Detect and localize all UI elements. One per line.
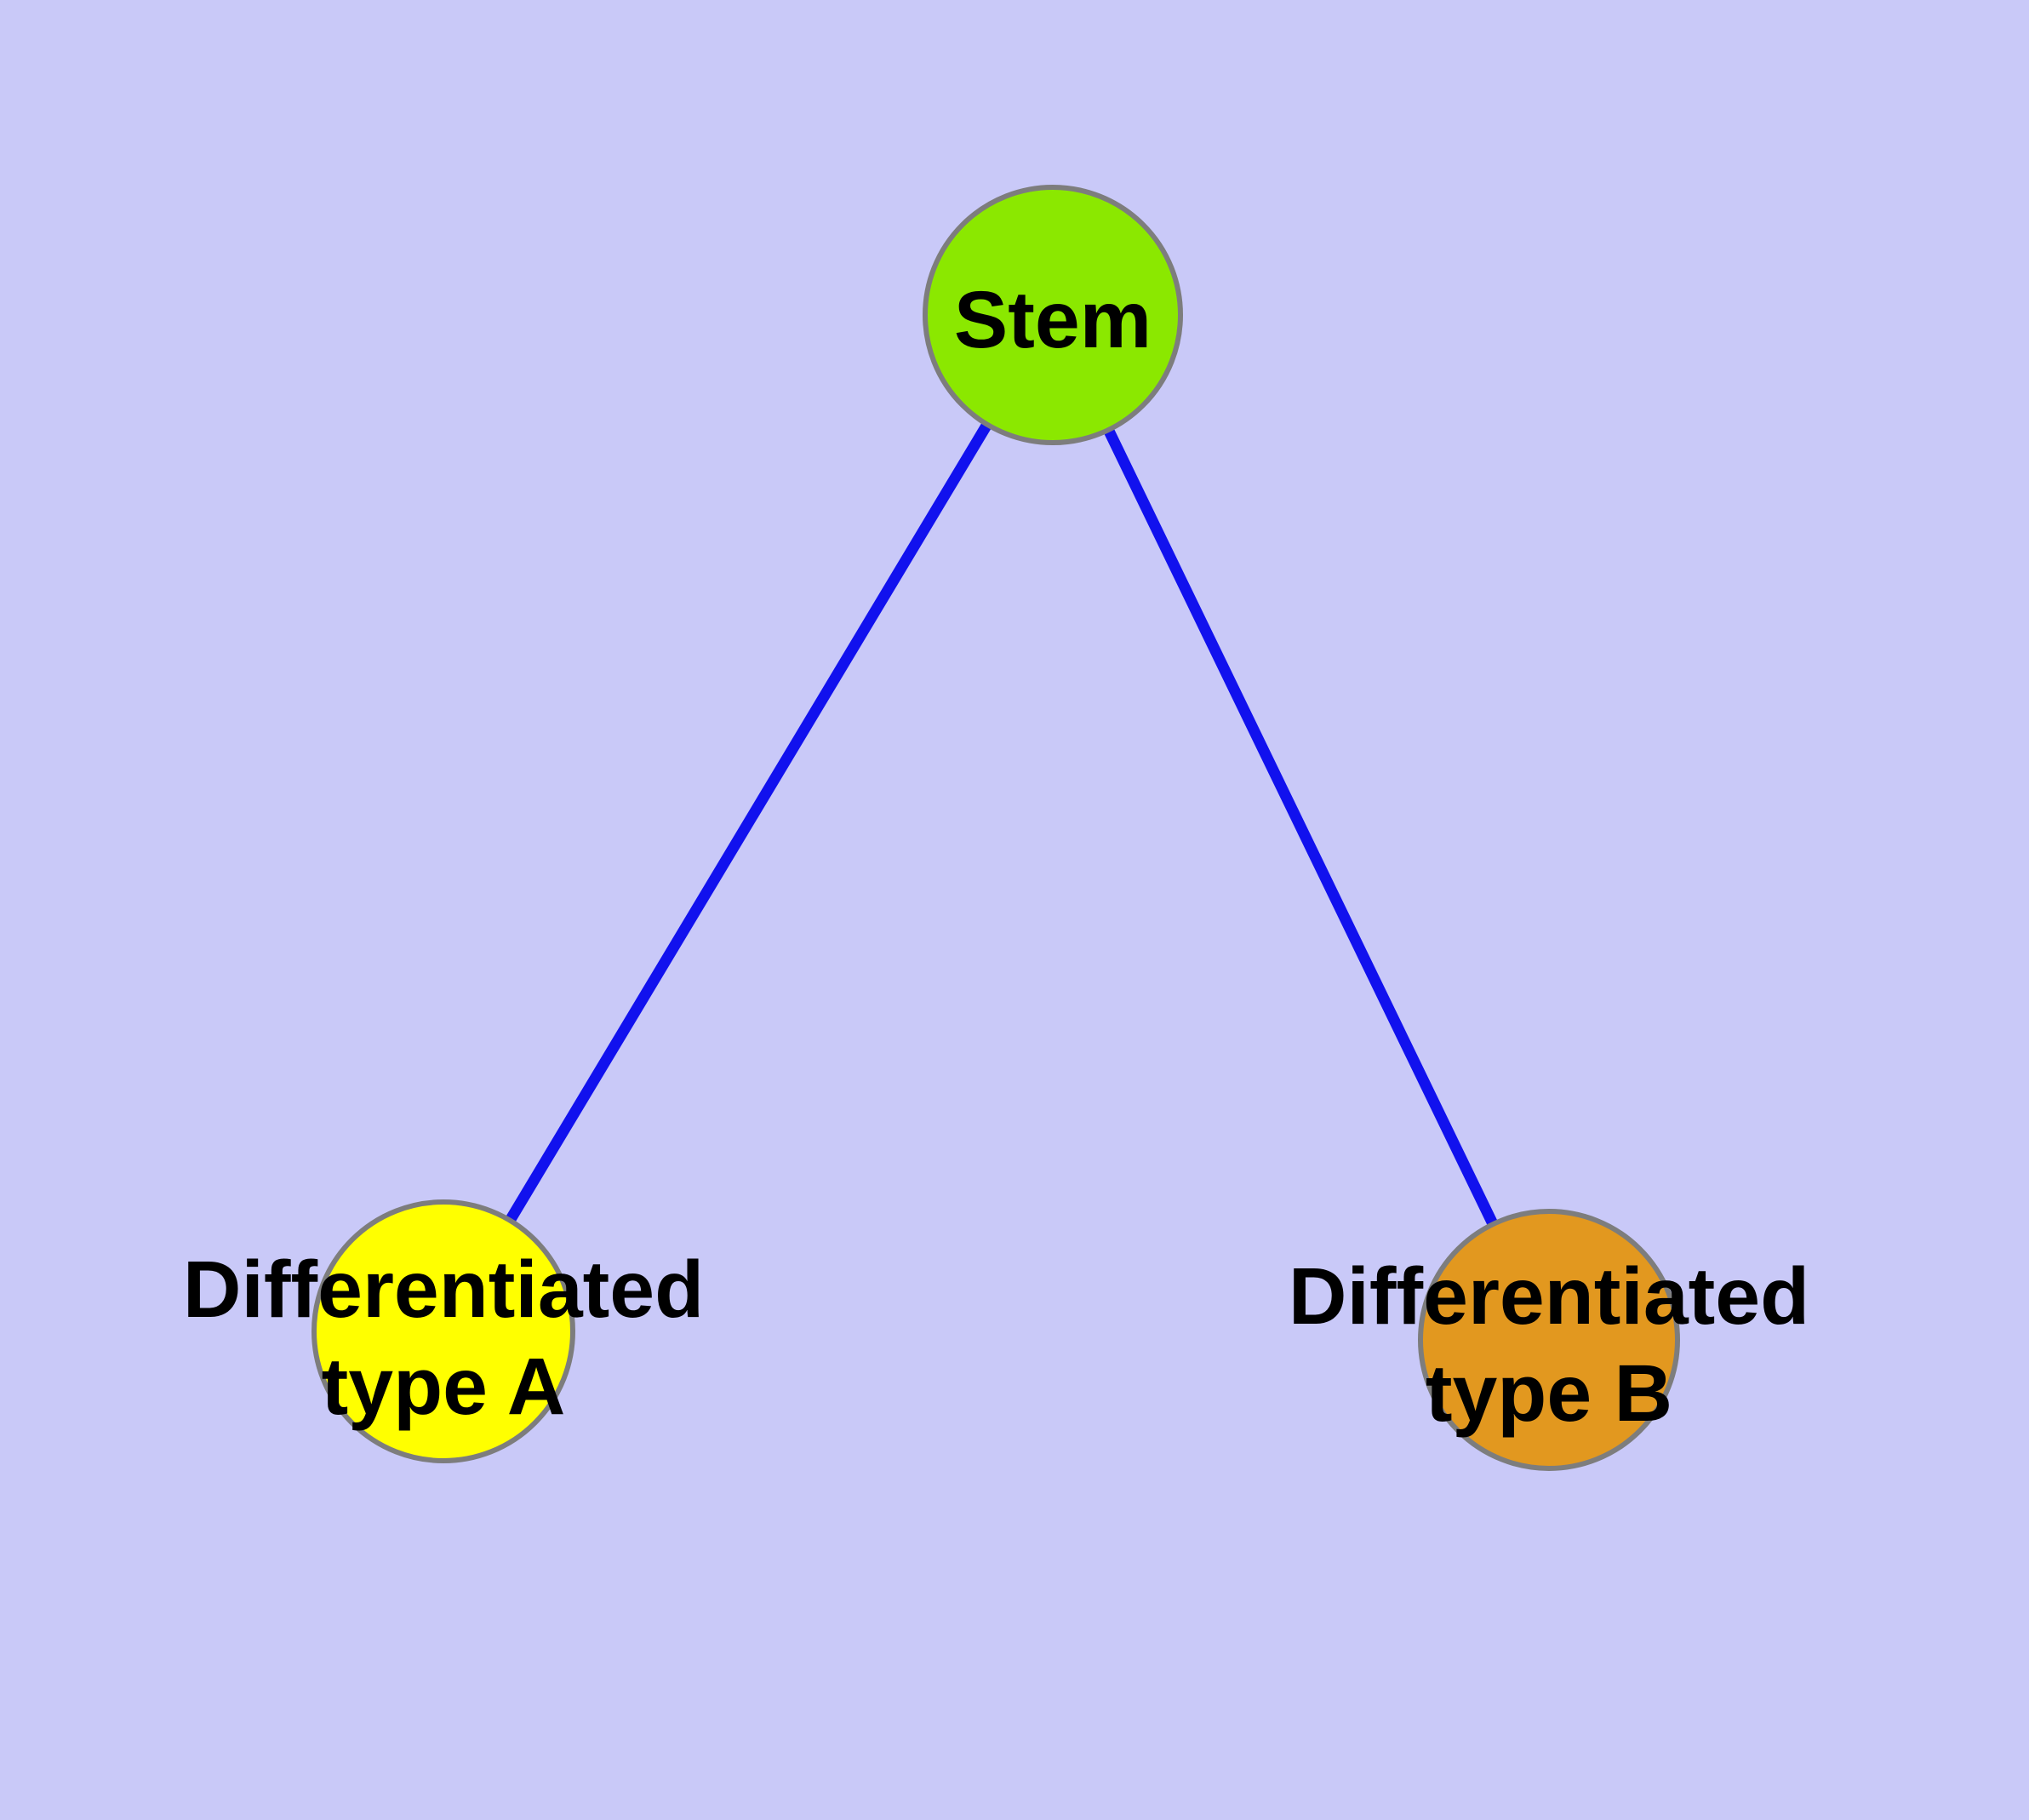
type-b-node xyxy=(1418,1209,1680,1471)
node-layer xyxy=(311,185,1680,1471)
edge-stem-to-type-b xyxy=(1048,312,1554,1342)
edge-layer xyxy=(438,312,1554,1342)
type-a-node xyxy=(311,1199,575,1463)
stem-node xyxy=(923,185,1183,445)
edge-stem-to-type-a xyxy=(438,312,1058,1335)
type-a-node-label: Differentiated type A xyxy=(182,1245,705,1432)
stem-node-label: Stem xyxy=(953,275,1152,365)
type-b-node-label: Differentiated type B xyxy=(1288,1251,1810,1439)
